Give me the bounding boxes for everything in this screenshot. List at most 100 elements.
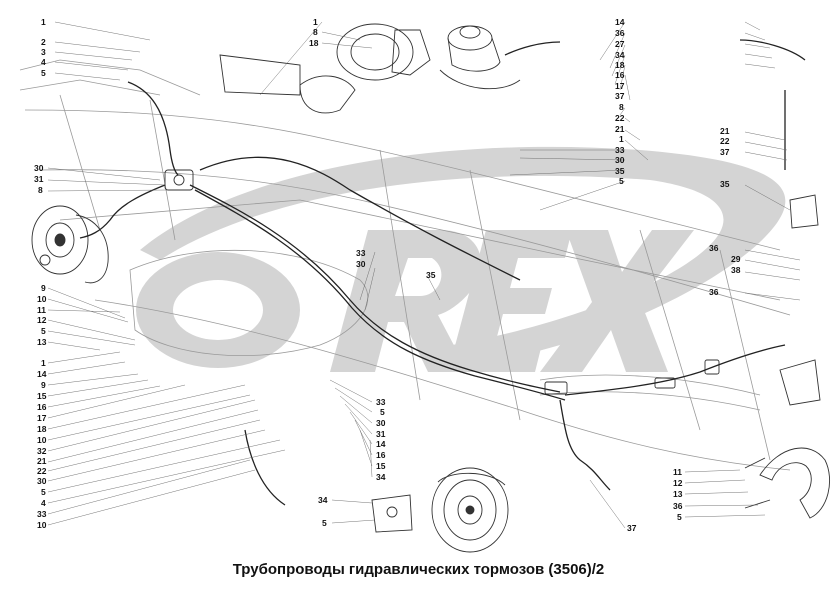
callout: 15: [376, 461, 386, 471]
callout: 35: [615, 166, 625, 176]
callout: 16: [376, 450, 386, 460]
callout: 21: [720, 126, 730, 136]
fuel-tank-outline: [129, 249, 369, 356]
callout-group-right-c: 36 29 38: [709, 243, 741, 275]
callout: 5: [322, 518, 327, 528]
callout: 9: [41, 283, 46, 293]
callout-group-bottom-center: 37: [627, 523, 637, 533]
brake-pipes: [79, 39, 806, 506]
pipe-hose-left: [244, 429, 286, 506]
callout: 36: [709, 287, 719, 297]
callout: 30: [34, 163, 44, 173]
callout: 37: [615, 91, 625, 101]
callout: 31: [376, 429, 386, 439]
pipe-main-a: [189, 184, 561, 393]
callout-group-left-bottom: 1 14 9 15 16 17 18 10 32 21 22 30 5 4 33…: [37, 358, 47, 530]
callout: 10: [37, 435, 47, 445]
callout: 32: [37, 446, 47, 456]
callout: 5: [41, 68, 46, 78]
callout: 34: [376, 472, 386, 482]
callout: 13: [673, 489, 683, 499]
components: [31, 23, 831, 553]
callout: 5: [677, 512, 682, 522]
callout: 1: [41, 358, 46, 368]
front-subframe: [19, 59, 201, 96]
callout: 16: [615, 70, 625, 80]
pipe-main-b: [194, 189, 566, 401]
callout: 5: [41, 487, 46, 497]
callout: 11: [37, 305, 46, 315]
callout-group-top-center: 1 8 18: [309, 17, 319, 48]
callout: 14: [376, 439, 386, 449]
front-brake-disc: [31, 205, 109, 284]
callout: 33: [376, 397, 386, 407]
pipe-master-to-regulator: [127, 81, 179, 176]
diagram-caption: Трубопроводы гидравлических тормозов (35…: [232, 561, 605, 578]
callout: 36: [673, 501, 683, 511]
callout-group-left-lower: 9 10 11 12 5 13: [37, 283, 47, 347]
callout: 1: [41, 17, 46, 27]
callout: 5: [380, 407, 385, 417]
rear-axle-outline: [539, 374, 761, 411]
callout: 15: [37, 391, 47, 401]
callout-group-center-a: 33 30: [356, 248, 366, 269]
pressure-regulator: [164, 169, 194, 191]
vehicle-outline: [19, 59, 791, 471]
callout-group-top-right: 14 36 27 34 18 16 17 37 8 22 21 1 33 30 …: [615, 17, 625, 186]
pipe-front-left: [79, 184, 166, 239]
callout: 14: [37, 369, 47, 379]
leader-lines: [47, 21, 801, 529]
callout: 22: [37, 466, 47, 476]
callout: 34: [615, 50, 625, 60]
callout: 35: [426, 270, 436, 280]
callout: 37: [720, 147, 730, 157]
frame-rail-upper: [24, 109, 781, 251]
callout-group-right-d: 36: [709, 287, 719, 297]
callout-group-bottom-left-pair: 34 5: [318, 495, 328, 528]
callout-group-left-mid: 30 31 8: [34, 163, 44, 195]
pipe-top-right: [504, 39, 806, 61]
callout: 21: [615, 124, 625, 134]
callout: 16: [37, 402, 47, 412]
callout: 8: [38, 185, 43, 195]
pipe-tunnel: [199, 156, 521, 281]
callout: 31: [34, 174, 44, 184]
watermark-letter-r: [330, 230, 481, 372]
callout: 11: [673, 467, 682, 477]
callout: 37: [627, 523, 637, 533]
rear-brake-shoe: [744, 447, 831, 519]
crossmember-mid: [379, 149, 521, 421]
callout: 8: [619, 102, 624, 112]
callout: 30: [615, 155, 625, 165]
watermark-letter-o-hole: [173, 280, 263, 340]
callout-group-right-a: 21 22 37: [720, 126, 730, 157]
callout: 35: [720, 179, 730, 189]
callout: 29: [731, 254, 741, 264]
callout: 18: [37, 424, 47, 434]
callout: 4: [41, 498, 46, 508]
callout: 36: [615, 28, 625, 38]
callout: 14: [615, 17, 625, 27]
crossmember-front: [59, 94, 176, 241]
callout: 10: [37, 294, 47, 304]
callout: 33: [356, 248, 366, 258]
lower-bracket: [371, 494, 413, 533]
callout: 30: [37, 476, 47, 486]
callout: 12: [673, 478, 683, 488]
callout: 30: [376, 418, 386, 428]
callout: 36: [709, 243, 719, 253]
rear-brake-drum: [431, 467, 509, 553]
callout: 8: [313, 27, 318, 37]
callout: 27: [615, 39, 625, 49]
callout: 33: [615, 145, 625, 155]
callout: 9: [41, 380, 46, 390]
callout: 22: [720, 136, 730, 146]
callout: 17: [615, 81, 625, 91]
pipe-rear-down: [559, 399, 611, 491]
callout: 5: [41, 326, 46, 336]
orex-watermark: [136, 146, 786, 372]
pipe-rear-axle: [564, 344, 786, 396]
callout-group-bottom-right: 11 12 13 36 5: [673, 467, 683, 522]
